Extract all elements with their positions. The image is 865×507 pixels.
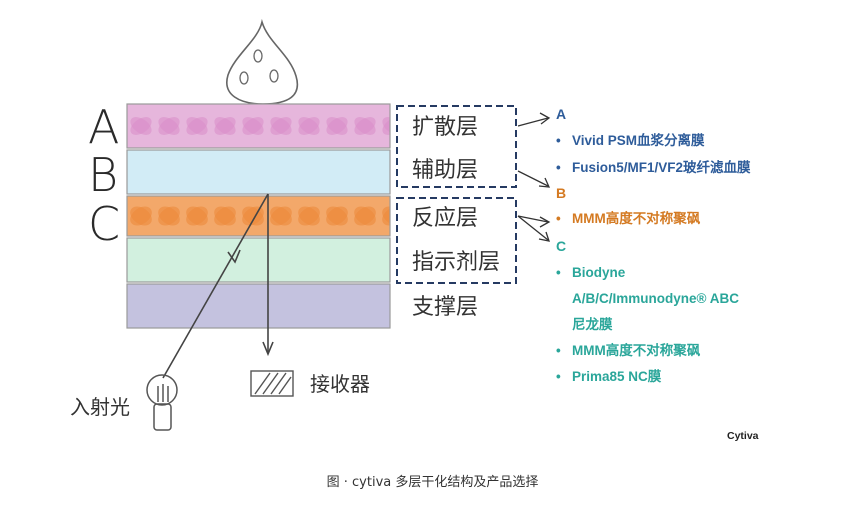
group-c-item: •Biodyne — [556, 265, 626, 280]
group-c-item-cont: 尼龙膜 — [572, 317, 613, 332]
receiver-icon — [250, 370, 294, 397]
label-reaction-layer: 反应层 — [412, 206, 479, 231]
group-c-item: •Prima85 NC膜 — [556, 369, 662, 384]
droplet-bubble-icon — [253, 49, 263, 63]
layer-c-pattern — [127, 196, 390, 236]
label-receiver: 接收器 — [310, 372, 370, 396]
group-c-letter: C — [556, 238, 567, 254]
light-path — [162, 193, 274, 379]
droplet-icon — [226, 18, 299, 105]
group-a-letter: A — [556, 106, 567, 122]
group-a-item: •Vivid PSM血浆分离膜 — [556, 133, 705, 148]
figure-caption: 图 · cytiva 多层干化结构及产品选择 — [326, 475, 539, 490]
dashed-box-bottom — [396, 197, 517, 284]
layer-outlines — [126, 103, 391, 329]
layer-b-auxiliary — [127, 150, 390, 194]
layer-support — [127, 284, 390, 328]
group-b-letter: B — [556, 185, 567, 201]
droplet-bubble-icon — [239, 71, 249, 85]
dashed-box-top — [396, 105, 517, 188]
layer-indicator — [127, 238, 390, 282]
letter-c: C — [88, 197, 121, 251]
group-c-item-cont: A/B/C/Immunodyne® ABC — [572, 291, 739, 306]
droplet-bubble-icon — [269, 69, 279, 83]
connector-arrows — [517, 112, 551, 242]
group-b-item: •MMM高度不对称聚砜 — [556, 211, 701, 226]
label-support-layer: 支撑层 — [412, 295, 479, 320]
light-bulb-icon — [146, 374, 178, 431]
letter-a: A — [88, 100, 120, 154]
label-incident-light: 入射光 — [70, 395, 130, 419]
label-indicator-layer: 指示剂层 — [412, 250, 501, 275]
letter-b: B — [88, 148, 119, 202]
group-c-item: •MMM高度不对称聚砜 — [556, 343, 701, 358]
label-auxiliary-layer: 辅助层 — [412, 158, 479, 183]
layer-a-pattern — [127, 104, 390, 148]
brand-label: Cytiva — [727, 430, 759, 442]
group-a-item: •Fusion5/MF1/VF2玻纤滤血膜 — [556, 160, 751, 175]
label-diffusion-layer: 扩散层 — [412, 115, 479, 140]
